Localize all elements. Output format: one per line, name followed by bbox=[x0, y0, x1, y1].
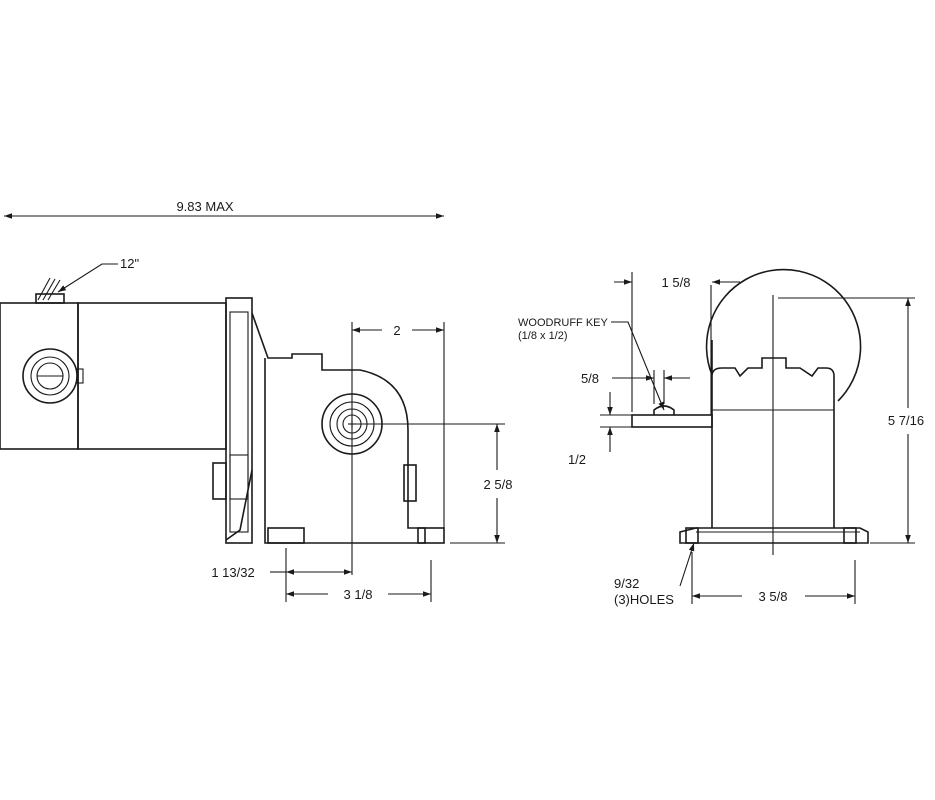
housing-boss-left bbox=[212, 462, 227, 500]
brush-cap bbox=[22, 348, 84, 404]
lead-length-label: 12" bbox=[120, 256, 139, 271]
woodruff-key-size: (1/8 x 1/2) bbox=[518, 330, 568, 342]
dim-shaft-offset-top: 2 bbox=[352, 322, 445, 528]
mounting-foot-rear bbox=[267, 527, 305, 544]
motor-flange bbox=[225, 297, 253, 544]
front-view bbox=[631, 268, 869, 555]
output-shaft bbox=[631, 414, 713, 428]
shaft-offset-top-label: 2 bbox=[393, 323, 400, 338]
shaft-extension-label: 1 5/8 bbox=[662, 275, 691, 290]
motor-leads bbox=[35, 277, 65, 304]
dim-mount-hole-spacing-side: 3 1/8 bbox=[286, 560, 432, 602]
dim-mount-hole-spacing-front: 3 5/8 bbox=[691, 552, 856, 604]
motor-circle bbox=[705, 268, 862, 402]
shaft-height-label: 2 5/8 bbox=[484, 477, 513, 492]
dim-shaft-height: 2 5/8 bbox=[450, 424, 513, 544]
dim-shaft-diameter: 1/2 bbox=[568, 392, 632, 467]
mounting-foot-front bbox=[417, 527, 445, 544]
mount-hole-spacing-front-label: 3 5/8 bbox=[759, 589, 788, 604]
dim-woodruff-key: WOODRUFF KEY (1/8 x 1/2) bbox=[518, 317, 665, 411]
housing-boss-right bbox=[403, 464, 417, 502]
dim-lead-length: 12" bbox=[57, 256, 139, 293]
dim-mount-hole-offset: 1 13/32 bbox=[211, 548, 352, 602]
hole-size-label: 9/32 bbox=[614, 576, 639, 591]
overall-length-label: 9.83 MAX bbox=[176, 199, 233, 214]
dim-mount-holes: 9/32 (3)HOLES bbox=[614, 542, 695, 607]
gearbox-front bbox=[711, 357, 835, 528]
dim-overall-length: 9.83 MAX bbox=[4, 199, 444, 219]
woodruff-key bbox=[653, 405, 675, 415]
shaft-diameter-label: 1/2 bbox=[568, 452, 586, 467]
dim-key-position: 5/8 bbox=[581, 370, 690, 404]
mount-hole-spacing-side-label: 3 1/8 bbox=[344, 587, 373, 602]
hole-count-label: (3)HOLES bbox=[614, 592, 674, 607]
mount-hole-offset-label: 1 13/32 bbox=[211, 565, 254, 580]
dim-shaft-extension: 1 5/8 bbox=[614, 272, 740, 412]
dim-overall-height: 5 7/16 bbox=[778, 297, 924, 544]
gearbox-housing bbox=[251, 312, 426, 544]
woodruff-key-label: WOODRUFF KEY bbox=[518, 317, 608, 329]
side-view bbox=[0, 277, 505, 575]
key-position-label: 5/8 bbox=[581, 371, 599, 386]
motor-body bbox=[77, 302, 227, 450]
base-plate bbox=[679, 527, 869, 544]
overall-height-label: 5 7/16 bbox=[888, 413, 924, 428]
